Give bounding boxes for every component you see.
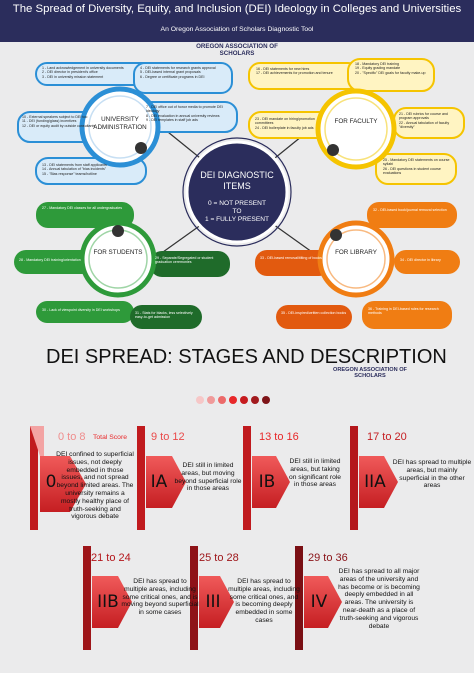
stage-iii-label: III <box>205 592 221 612</box>
hub-students-label: FOR STUDENTS <box>93 249 143 256</box>
hub-faculty-label: FOR FACULTY <box>334 118 378 125</box>
stage-ia-label: IA <box>150 472 168 492</box>
faculty-items-4: 23 - DEI mandate on hiring/promotion com… <box>255 117 315 130</box>
stage-iv-desc: DEI has spread to all major areas of the… <box>338 568 420 630</box>
stage-ia-desc: DEI still in limited areas, but moving b… <box>174 462 242 493</box>
student-item-2: 28 - Mandatory DEI training/orientation <box>19 258 81 262</box>
stage-iib-label: IIB <box>97 592 119 612</box>
stage-0-label: 0 <box>45 472 57 492</box>
diagnostic-mindmap <box>14 58 465 329</box>
library-item-5: 36 - Training in DEI-based rules for res… <box>368 307 439 316</box>
admin-items-5: 13 - DEI statements from staff applicant… <box>42 163 107 176</box>
faculty-cluster <box>248 58 465 185</box>
center-scale-2: TO <box>232 208 242 215</box>
center-scale-1: 0 = NOT PRESENT <box>208 200 266 207</box>
hub-library-label: FOR LIBRARY <box>335 249 377 256</box>
admin-items-4: 10 - External speakers subject to DEI to… <box>22 115 96 128</box>
stages-org-text: OREGON ASSOCIATION OF SCHOLARS <box>333 367 407 380</box>
page-title: The Spread of Diversity, Equity, and Inc… <box>12 3 462 15</box>
faculty-items-2: 18 - Mandatory DEI training 19 - Equity … <box>355 62 426 75</box>
stage-ib-desc: DEI still in limited areas, but taking o… <box>288 458 342 489</box>
library-item-2: 33 - DEI-based removal/tilting of books <box>260 256 322 260</box>
library-cluster <box>255 202 460 329</box>
student-item-5: 31 - Stats for blacks, less selectively … <box>135 311 193 320</box>
center-scale-3: 1 = FULLY PRESENT <box>204 216 270 223</box>
center-title: DEI DIAGNOSTIC ITEMS <box>200 170 274 191</box>
admin-cluster <box>17 62 238 185</box>
stage-iia-desc: DEI has spread to multiple areas, but ma… <box>392 459 472 490</box>
stages-graphic <box>30 426 398 650</box>
admin-items-1: 1 - Land acknowledgement in university d… <box>42 66 124 79</box>
stage-0-total-label: Total Score <box>93 434 128 441</box>
faculty-items-1: 16 - DEI statements for new hires 17 - D… <box>256 67 333 76</box>
faculty-items-5: 25 - Mandatory DEI statements on course … <box>383 158 450 176</box>
stage-ia-score: 9 to 12 <box>151 431 185 443</box>
org-logo-text: OREGON ASSOCIATION OF SCHOLARS <box>196 43 278 57</box>
student-item-3: 29 - Separate/Segregated or student grad… <box>155 256 214 265</box>
stage-iia-label: IIA <box>364 472 386 492</box>
faculty-items-3: 21 - DEI rubrics for course and program … <box>399 112 450 130</box>
stages-heading: DEI SPREAD: STAGES AND DESCRIPTION <box>46 346 447 368</box>
stage-iii-score: 25 to 28 <box>199 552 239 564</box>
progress-dots <box>196 396 270 404</box>
admin-items-2: 4 - DEI statements for research grants a… <box>140 66 216 79</box>
stage-iib-desc: DEI has spread to multiple areas, includ… <box>121 578 199 617</box>
student-item-1: 27 - Mandatory DEI classes for all under… <box>42 206 123 210</box>
students-cluster <box>14 202 230 329</box>
student-item-4: 30 - Lack of viewpoint diversity in DEI … <box>42 308 120 312</box>
stage-ib-label: IB <box>258 472 276 492</box>
admin-items-3: 7 - DEI office out of honor media to pro… <box>146 105 223 123</box>
stage-iv-score: 29 to 36 <box>308 552 348 564</box>
stage-iv-label: IV <box>310 592 328 612</box>
library-item-1: 32 - DEI-based book/journal removal sele… <box>373 208 447 212</box>
header-banner <box>0 0 474 42</box>
stage-iib-score: 21 to 24 <box>91 552 131 564</box>
stage-iii-desc: DEI has spread to multiple areas, includ… <box>228 578 300 624</box>
stage-iia-score: 17 to 20 <box>367 431 407 443</box>
stage-0-desc: DEI confined to superficial issues, not … <box>56 451 134 521</box>
stage-ib-score: 13 to 16 <box>259 431 299 443</box>
center-circle <box>185 140 289 244</box>
page-subtitle: An Oregon Association of Scholars Diagno… <box>160 26 314 33</box>
hub-admin-label: UNIVERSITY ADMINISTRATION <box>93 116 147 131</box>
library-item-4: 35 - DEI-inspired/written collection boo… <box>281 311 347 315</box>
library-item-3: 34 - DEI director in library <box>400 258 441 262</box>
stage-0-score: 0 to 8 <box>58 431 86 443</box>
